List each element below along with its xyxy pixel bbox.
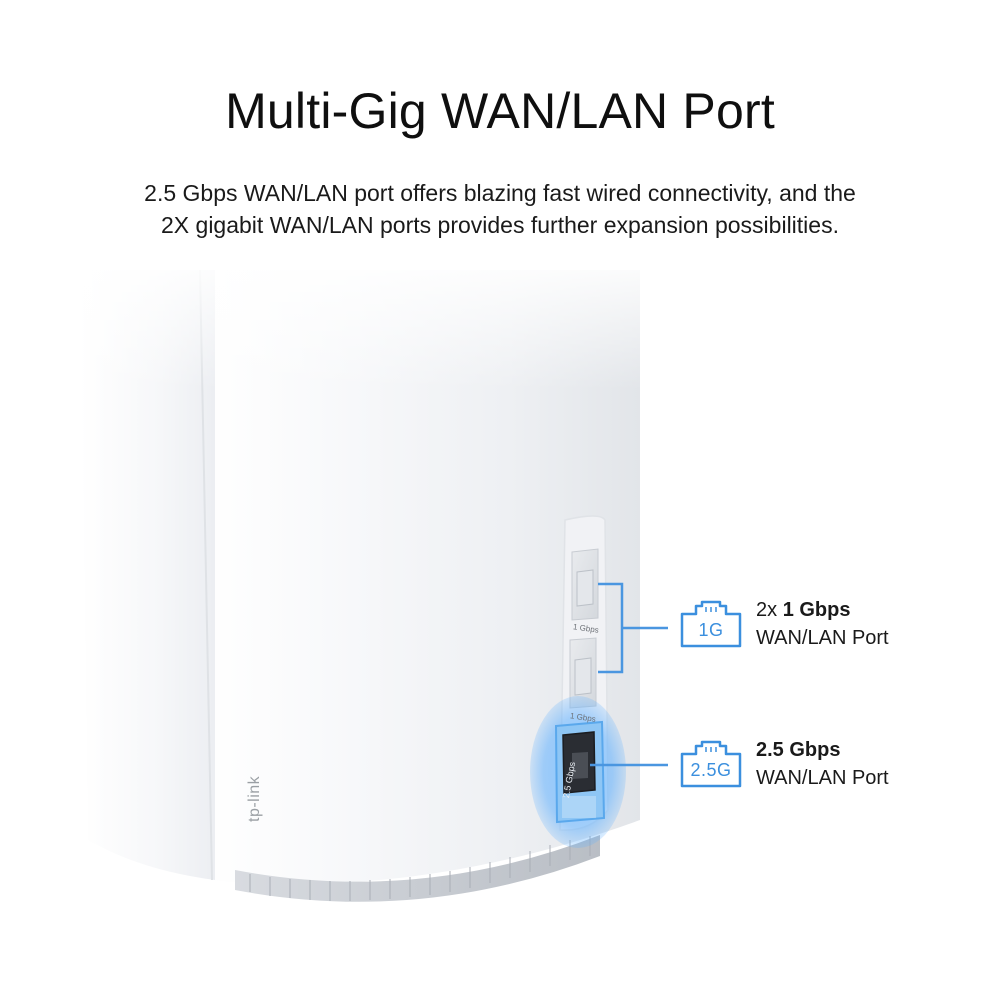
description-line-2: 2X gigabit WAN/LAN ports provides furthe…: [161, 212, 839, 238]
callout-description: 2x 1 Gbps WAN/LAN Port: [756, 596, 889, 652]
ethernet-port-icon: 2.5G: [680, 740, 742, 788]
callout-1g-ports: 1G 2x 1 Gbps WAN/LAN Port: [680, 596, 980, 666]
ethernet-port-2-5g: [530, 696, 626, 848]
ethernet-port-1g-bottom: [569, 637, 597, 709]
callout-speed: 2.5 Gbps: [756, 739, 841, 761]
page-title: Multi-Gig WAN/LAN Port: [225, 83, 775, 139]
port-speed-badge: 2.5G: [690, 760, 732, 780]
callout-2-5g-port: 2.5G 2.5 Gbps WAN/LAN Port: [680, 736, 980, 806]
ethernet-port-1g-top: [571, 548, 599, 621]
router-body: [200, 270, 640, 884]
brand-logo-text: tp-link: [246, 775, 263, 822]
callout-speed: 1 Gbps: [782, 599, 851, 621]
callout-connector-1g: [598, 582, 668, 674]
router-front-panel: [80, 270, 215, 880]
callout-description: 2.5 Gbps WAN/LAN Port: [756, 736, 889, 792]
description-line-1: 2.5 Gbps WAN/LAN port offers blazing fas…: [144, 180, 856, 206]
port-speed-badge: 1G: [698, 620, 724, 640]
callout-port-type: WAN/LAN Port: [756, 767, 889, 789]
ethernet-port-icon: 1G: [680, 600, 742, 648]
callout-prefix: 2x: [756, 599, 783, 621]
vent-ring: [235, 835, 600, 902]
callout-port-type: WAN/LAN Port: [756, 627, 889, 649]
